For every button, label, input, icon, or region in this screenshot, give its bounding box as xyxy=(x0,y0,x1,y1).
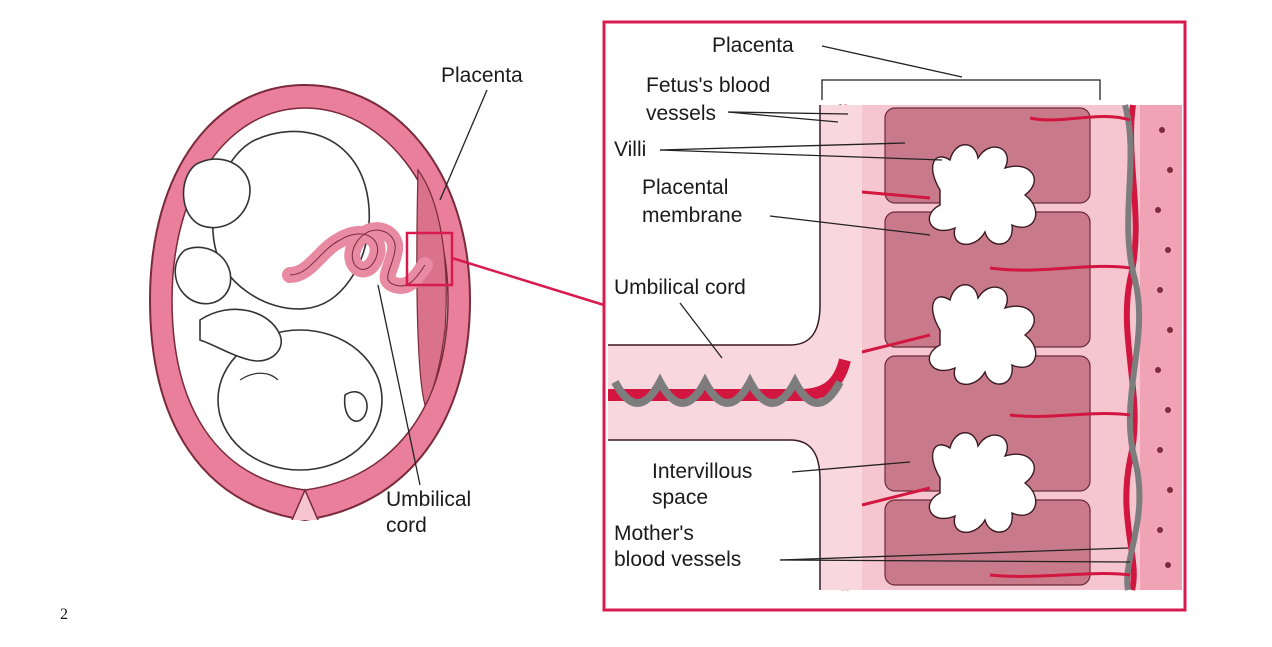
villi-label: Villi xyxy=(614,138,646,161)
placenta-bracket xyxy=(821,79,1101,100)
left-placenta-label: Placenta xyxy=(441,64,523,87)
left-umbilical-label-2: cord xyxy=(386,514,427,537)
cervix xyxy=(291,488,319,521)
mothers-vessels-leader-1 xyxy=(779,547,1129,561)
fetus-vessels-label-2: vessels xyxy=(646,102,716,125)
umbilical-spiral xyxy=(611,373,844,407)
inset-placenta-label: Placenta xyxy=(712,34,794,57)
inset-placenta-leader xyxy=(821,45,963,78)
umbilical-cord-inset-label: Umbilical cord xyxy=(614,276,746,299)
mothers-vessels-label-2: blood vessels xyxy=(614,548,741,571)
maternal-vein xyxy=(1122,104,1143,591)
fetus-face xyxy=(239,372,279,381)
mothers-vessels-leader-2 xyxy=(779,559,1131,563)
page-number: 2 xyxy=(60,606,68,623)
fetus-vessels-leader-1 xyxy=(727,111,839,123)
placental-membrane-label-1: Placental xyxy=(642,176,728,199)
placenta-inset xyxy=(602,20,1187,612)
maternal-tissue-dots xyxy=(1155,127,1173,568)
villi-leader-2 xyxy=(659,142,906,151)
fetus-vessels-label-1: Fetus's blood xyxy=(646,74,770,97)
mothers-vessels-label-1: Mother's xyxy=(614,522,694,545)
uterus-illustration xyxy=(148,83,472,522)
zoom-connector-top xyxy=(451,256,605,307)
fetus xyxy=(174,130,383,471)
villi-leader-1 xyxy=(659,149,943,161)
placental-membrane-leader xyxy=(769,215,931,236)
left-umbilical-label-1: Umbilical xyxy=(386,488,471,511)
fetus-vessels-leader-2 xyxy=(727,111,849,115)
placental-membrane-label-2: membrane xyxy=(642,204,742,227)
villi xyxy=(928,144,1037,534)
cord-sheath xyxy=(608,105,862,590)
maternal-wall xyxy=(1140,105,1182,590)
intervillous-label-1: Intervillous xyxy=(652,460,752,483)
intervillous-label-2: space xyxy=(652,486,708,509)
left-umbilical-leader xyxy=(377,284,421,486)
maternal-artery xyxy=(1123,104,1139,591)
umbilical-cord-inset-leader xyxy=(679,302,723,359)
intervillous-leader xyxy=(791,461,911,473)
left-placenta-leader xyxy=(439,89,488,201)
